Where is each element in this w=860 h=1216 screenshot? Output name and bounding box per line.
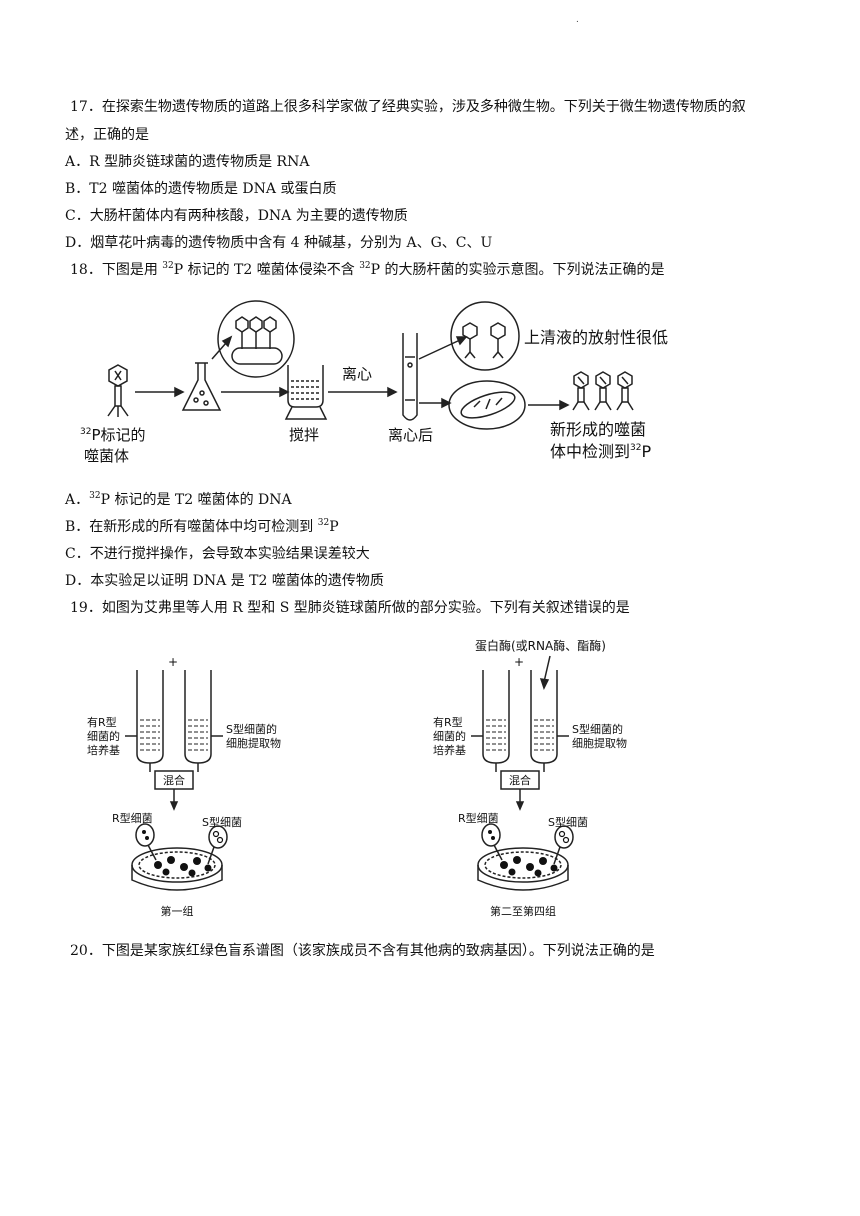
centrifuge-tube-icon (402, 333, 418, 421)
g2-right-label-1: S型细菌的 (572, 722, 623, 736)
g2-left-label-2: 细菌的 (433, 729, 466, 743)
g2-left-label-1: 有R型 (433, 715, 463, 729)
q17-stem-line1: 17．在探索生物遗传物质的道路上很多科学家做了经典实验，涉及多种微生物。下列关于… (70, 99, 746, 115)
q18-stem: 18．下图是用 32P 标记的 T2 噬菌体侵染不含 32P 的大肠杆菌的实验示… (70, 261, 665, 279)
q17-stem-line2: 述，正确的是 (65, 127, 149, 143)
q17-option-c: C．大肠杆菌体内有两种核酸，DNA 为主要的遗传物质 (65, 208, 408, 224)
stirring-beaker-icon (284, 365, 328, 420)
q18-option-c: C．不进行搅拌操作，会导致本实验结果误差较大 (65, 546, 370, 562)
g1-right-label-1: S型细菌的 (226, 722, 277, 736)
g1-r-bacteria-label: R型细菌 (112, 811, 153, 825)
g2-mix-label: 混合 (509, 773, 531, 787)
q18-option-d: D．本实验足以证明 DNA 是 T2 噬菌体的遗传物质 (65, 573, 384, 589)
infection-magnified-circle (217, 300, 295, 378)
q17-option-d: D．烟草花叶病毒的遗传物质中含有 4 种碱基，分别为 A、G、C、U (65, 235, 493, 251)
g1-left-label-3: 培养基 (87, 743, 120, 757)
g1-left-label-2: 细菌的 (87, 729, 120, 743)
phage-infection-diagram: 离心 上清液的放射性很低 32P标记的 噬菌体 搅拌 离心后 新形成的噬菌 体中… (80, 300, 668, 465)
label-phage: 噬菌体 (84, 447, 129, 465)
group2-label: 第二至第四组 (490, 904, 556, 918)
q18-option-b: B．在新形成的所有噬菌体中均可检测到 32P (65, 518, 339, 536)
header-mark: . (576, 14, 579, 25)
plus-sign-1: + (168, 655, 178, 669)
plus-sign-2: + (514, 655, 524, 669)
label-after-centrifuge: 离心后 (388, 426, 433, 444)
g2-right-label-2: 细胞提取物 (572, 736, 627, 750)
q18-option-a: A．32P 标记的是 T2 噬菌体的 DNA (65, 491, 292, 509)
g2-r-bacteria-label: R型细菌 (458, 811, 499, 825)
g1-right-label-2: 细胞提取物 (226, 736, 281, 750)
g2-s-bacteria-label: S型细菌 (548, 815, 588, 829)
label-new-phage-line2: 体中检测到32P (550, 442, 651, 461)
new-phages-icon (572, 371, 634, 411)
g1-left-label-1: 有R型 (87, 715, 117, 729)
supernatant-magnified-circle (450, 301, 520, 371)
label-stir: 搅拌 (289, 426, 319, 444)
label-labeled-phage: 32P标记的 (80, 426, 146, 444)
q19-stem: 19．如图为艾弗里等人用 R 型和 S 型肺炎链球菌所做的部分实验。下列有关叙述… (70, 600, 630, 616)
flask-icon (181, 362, 222, 411)
group1-label: 第一组 (161, 904, 194, 918)
q17-option-a: A．R 型肺炎链球菌的遗传物质是 RNA (65, 154, 310, 170)
enzyme-label: 蛋白酶(或RNA酶、酯酶) (475, 638, 606, 653)
q20-stem: 20．下图是某家族红绿色盲系谱图（该家族成员不含有其他病的致病基因）。下列说法正… (70, 943, 655, 959)
g2-left-label-3: 培养基 (433, 743, 466, 757)
label-centrifuge: 离心 (342, 365, 372, 383)
label-supernatant: 上清液的放射性很低 (524, 328, 668, 347)
g1-mix-label: 混合 (163, 773, 185, 787)
avery-experiment-diagram: + + 蛋白酶(或RNA酶、酯酶) 有R型 细菌的 培养基 S型细菌的 细胞提取… (87, 638, 627, 918)
pellet-magnified-circle (448, 380, 526, 430)
g1-s-bacteria-label: S型细菌 (202, 815, 242, 829)
label-new-phage-line1: 新形成的噬菌 (550, 420, 646, 439)
q17-option-b: B．T2 噬菌体的遗传物质是 DNA 或蛋白质 (65, 181, 337, 197)
labeled-phage-icon (107, 364, 129, 417)
